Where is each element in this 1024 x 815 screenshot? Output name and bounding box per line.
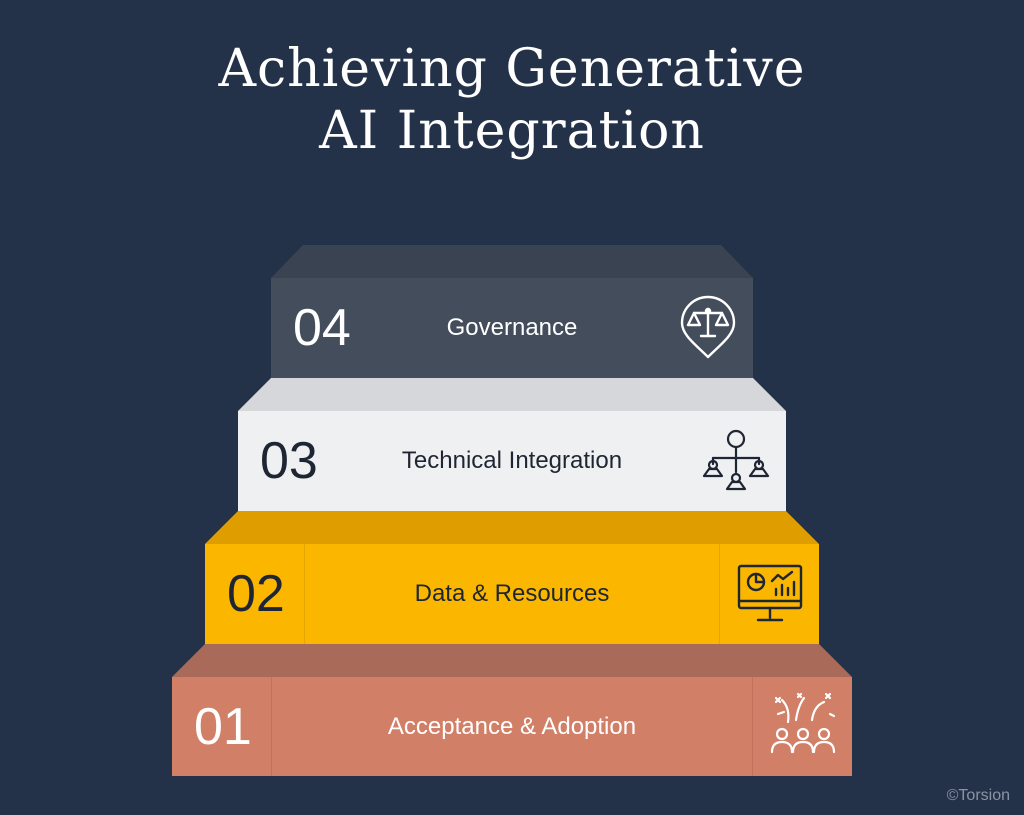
step-01-top-face [172, 644, 852, 677]
step-04-front: 04 Governance [271, 278, 753, 378]
title-line-1: Achieving Generative [218, 39, 806, 99]
step-01-divider-right [752, 677, 753, 776]
step-02-data-resources: 02 Data & Resources [205, 511, 819, 644]
step-03-number: 03 [260, 432, 318, 490]
copyright-credit: ©Torsion [946, 787, 1010, 804]
step-01-number: 01 [194, 697, 252, 756]
step-04-label: Governance [446, 314, 578, 341]
step-04-governance: 04 Governance [271, 245, 753, 378]
step-03-technical-integration: 03 Technical Integration [238, 378, 786, 511]
step-03-label: Technical Integration [401, 447, 623, 474]
step-04-top-face [271, 245, 753, 278]
step-01-acceptance-adoption: 01 Acceptance & Adoption [172, 644, 852, 776]
step-02-front: 02 Data & Resources [205, 544, 819, 644]
scales-pin-icon [663, 278, 753, 378]
step-01-divider-left [271, 677, 272, 776]
people-celebration-icon [753, 677, 852, 776]
step-04-number: 04 [293, 299, 351, 357]
step-03-top-face [238, 378, 786, 411]
network-hierarchy-icon [686, 411, 786, 511]
step-02-divider-left [304, 544, 305, 644]
step-01-front: 01 Acceptance & Adoption [172, 677, 852, 776]
step-02-divider-right [719, 544, 720, 644]
page-title: Achieving Generative AI Integration [0, 38, 1024, 162]
monitor-chart-icon [720, 544, 819, 644]
title-line-2: AI Integration [319, 101, 705, 161]
step-03-front: 03 Technical Integration [238, 411, 786, 511]
step-02-number: 02 [227, 565, 285, 623]
step-02-top-face [205, 511, 819, 544]
step-02-label: Data & Resources [414, 580, 610, 607]
step-01-label: Acceptance & Adoption [387, 712, 637, 740]
